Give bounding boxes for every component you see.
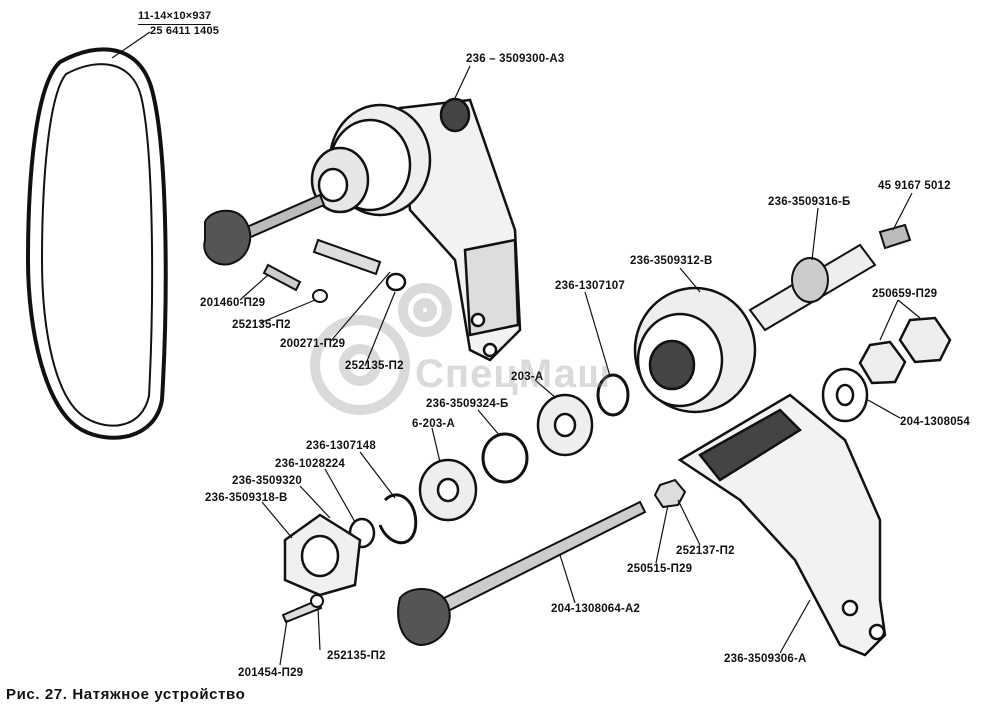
pin-200271 xyxy=(312,238,382,276)
label-252135-p2-upper: 252135-П2 xyxy=(232,319,291,331)
label-236-1307148: 236-1307148 xyxy=(306,440,376,452)
watermark-text: СпецМаш xyxy=(415,352,612,396)
watermark-gear-icon xyxy=(310,283,452,415)
bearing-6-203-a xyxy=(418,458,478,522)
belt-size-label: 11-14×10×937 xyxy=(138,10,212,25)
label-252137-p2: 252137-П2 xyxy=(676,545,735,557)
label-236-3509306-a: 236-3509306-А xyxy=(724,653,807,665)
label-250659-p29: 250659-П29 xyxy=(872,288,938,300)
label-236-3509320: 236-3509320 xyxy=(232,475,302,487)
lower-bracket-236-3509306 xyxy=(677,393,887,657)
v-belt xyxy=(25,47,168,440)
washer-204-1308054 xyxy=(821,367,869,423)
washer-252135-a xyxy=(312,289,328,303)
label-236-3509300-a3: 236 – 3509300-А3 xyxy=(466,53,565,65)
ring-236-3509324 xyxy=(481,432,529,484)
label-236-1307107: 236-1307107 xyxy=(555,280,625,292)
upper-adjusting-screw xyxy=(203,193,326,266)
upper-tensioner-assembly xyxy=(310,97,522,362)
pin-201460 xyxy=(262,263,302,292)
label-252135-p2-lower: 252135-П2 xyxy=(327,650,386,662)
figure-caption: Рис. 27. Натяжное устройство xyxy=(6,686,246,703)
washer-252135-b xyxy=(385,272,407,292)
grease-fitting-45-9167-5012 xyxy=(878,223,912,250)
lock-ring-236-1307107 xyxy=(596,373,630,417)
label-45-9167-5012: 45 9167 5012 xyxy=(878,180,951,192)
nuts-250659 xyxy=(858,316,952,385)
label-236-3509312-v: 236-3509312-В xyxy=(630,255,713,267)
label-204-1308054: 204-1308054 xyxy=(900,416,970,428)
label-204-1308064-a2: 204-1308064-А2 xyxy=(551,603,641,615)
belt-leader-line xyxy=(111,31,151,59)
belt-part-label: 25 6411 1405 xyxy=(150,25,220,37)
bolt-201454 xyxy=(281,598,323,624)
label-252135-p2-middle: 252135-П2 xyxy=(345,360,404,372)
pulley-236-3509312 xyxy=(633,286,757,414)
label-6-203-a: 6-203-А xyxy=(412,418,455,430)
nut-250515 xyxy=(653,478,687,509)
label-201454-p29: 201454-П29 xyxy=(238,667,304,679)
label-250515-p29: 250515-П29 xyxy=(627,563,693,575)
label-236-3509318-v: 236-3509318-В xyxy=(205,492,288,504)
label-200271-p29: 200271-П29 xyxy=(280,338,346,350)
label-236-3509324-b: 236-3509324-Б xyxy=(426,398,509,410)
cover-236-3509318 xyxy=(283,513,362,597)
snap-ring-236-1307148 xyxy=(378,493,418,545)
label-236-3509316-b: 236-3509316-Б xyxy=(768,196,851,208)
bearing-203-a xyxy=(536,393,594,457)
axle-236-3509316 xyxy=(748,243,877,332)
label-203-a: 203-А xyxy=(511,371,544,383)
label-236-1028224: 236-1028224 xyxy=(275,458,345,470)
label-201460-p29: 201460-П29 xyxy=(200,297,266,309)
threaded-rod-204-1308064 xyxy=(397,500,647,647)
washer-252135-c xyxy=(310,594,324,608)
leader-lines xyxy=(239,65,921,666)
